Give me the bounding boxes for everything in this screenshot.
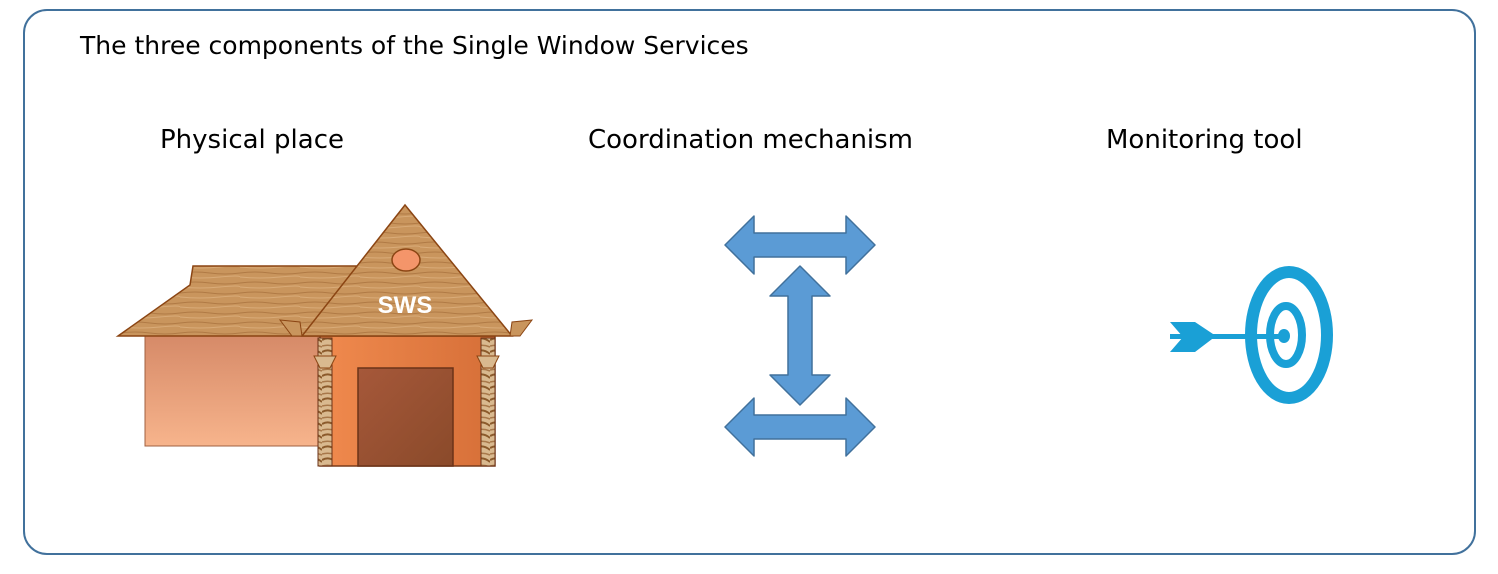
diagram-title: The three components of the Single Windo… [80,31,749,60]
house-oval-window [391,248,421,272]
target-arrow-shaft [1205,334,1283,339]
bidirectional-arrows-icon [724,215,876,457]
house-left-wall [144,335,326,447]
label-coordination-mechanism: Coordination mechanism [588,125,914,155]
arrow-horizontal-bottom [724,397,876,457]
house-icon: SWS [115,203,534,467]
label-monitoring-tool: Monitoring tool [1106,125,1303,155]
house-sign-text: SWS [378,292,433,319]
target-icon [1170,266,1333,404]
arrow-vertical [769,265,831,406]
target-bullseye [1278,329,1290,343]
arrow-horizontal-top [724,215,876,275]
target-arrow-fletching [1170,322,1216,352]
label-physical-place: Physical place [160,125,344,155]
house-post-left [317,337,333,467]
house-door [357,367,454,467]
house-post-right [480,337,496,467]
